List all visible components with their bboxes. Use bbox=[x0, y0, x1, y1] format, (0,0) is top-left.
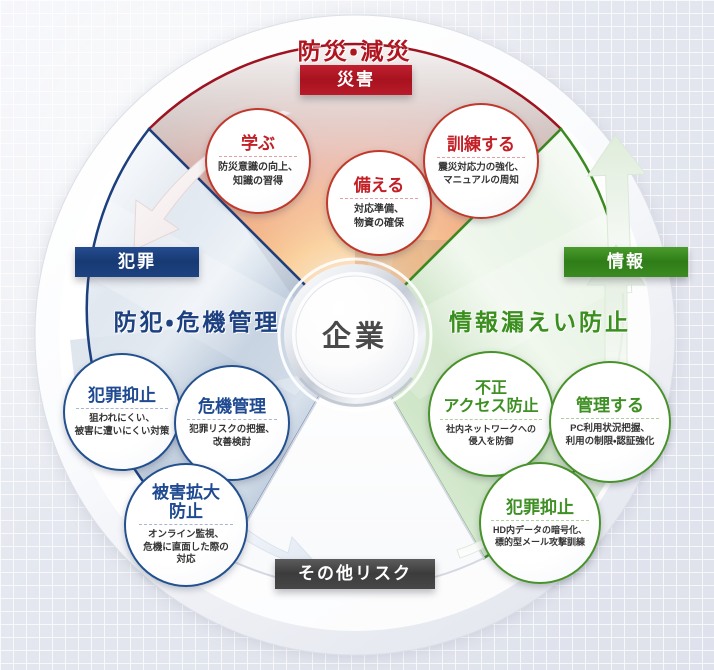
bubble-info-management[interactable]: 管理する PC利用状況把握、利用の制限・認証強化 bbox=[549, 361, 671, 483]
bubble-divider bbox=[340, 198, 418, 200]
risk-wheel-diagram: 防災・減災 災害 学ぶ 防災意識の向上、知識の習得 備える 対応準備、物資の確保… bbox=[30, 10, 688, 660]
bubble-crime-risk-management[interactable]: 危機管理 犯罪リスクの把握、改善検討 bbox=[174, 365, 290, 481]
section-tag-crime[interactable]: 犯罪 bbox=[75, 247, 199, 277]
bubble-disaster-train[interactable]: 訓練する 震災対応力の強化、マニュアルの周知 bbox=[423, 103, 539, 219]
section-tag-disaster[interactable]: 災害 bbox=[300, 65, 412, 95]
bubble-disaster-learn[interactable]: 学ぶ 防災意識の向上、知識の習得 bbox=[205, 108, 311, 214]
bubble-head: 被害拡大防止 bbox=[152, 483, 220, 522]
bubble-head: 危機管理 bbox=[198, 396, 266, 416]
bubble-crime-damage-containment[interactable]: 被害拡大防止 オンライン監視、危機に直面した際の対応 bbox=[124, 463, 248, 587]
bubble-disaster-prepare[interactable]: 備える 対応準備、物資の確保 bbox=[326, 150, 432, 256]
bubble-head: 学ぶ bbox=[241, 134, 275, 154]
bubble-divider bbox=[139, 524, 233, 526]
bubble-body: 社内ネットワークへの侵入を防御 bbox=[445, 423, 536, 446]
bubble-body: 震災対応力の強化、マニュアルの周知 bbox=[438, 161, 524, 186]
bubble-body: 防災意識の向上、知識の習得 bbox=[218, 162, 298, 187]
bubble-divider bbox=[76, 407, 168, 409]
bubble-crime-deterrence[interactable]: 犯罪抑止 狙われにくい、被害に遭いにくい対策 bbox=[63, 353, 181, 471]
bubble-info-access-prevention[interactable]: 不正アクセス防止 社内ネットワークへの侵入を防御 bbox=[428, 351, 554, 477]
bubble-divider bbox=[440, 418, 542, 420]
bubble-body: 犯罪リスクの把握、改善検討 bbox=[189, 423, 275, 448]
bubble-head: 訓練する bbox=[447, 134, 515, 154]
bubble-body: 対応準備、物資の確保 bbox=[354, 204, 404, 229]
bubble-head: 不正アクセス防止 bbox=[443, 380, 539, 416]
section-tag-other[interactable]: その他リスク bbox=[275, 559, 435, 589]
bubble-head: 犯罪抑止 bbox=[88, 385, 156, 405]
bubble-divider bbox=[187, 418, 277, 420]
bubble-head: 管理する bbox=[576, 395, 644, 415]
bubble-divider bbox=[491, 519, 589, 521]
bubble-divider bbox=[219, 156, 297, 158]
bubble-body: オンライン監視、危機に直面した際の対応 bbox=[143, 529, 229, 566]
bubble-info-crime-deterrence[interactable]: 犯罪抑止 HD内データの暗号化、標的型メール攻撃訓練 bbox=[479, 462, 601, 584]
bubble-divider bbox=[437, 156, 525, 158]
bubble-head: 備える bbox=[353, 176, 405, 196]
section-tag-information[interactable]: 情報 bbox=[564, 247, 688, 277]
bubble-head: 犯罪抑止 bbox=[506, 497, 574, 517]
bubble-body: 狙われにくい、被害に遭いにくい対策 bbox=[74, 412, 170, 437]
center-hub bbox=[277, 257, 433, 413]
bubble-body: HD内データの暗号化、標的型メール攻撃訓練 bbox=[493, 524, 587, 547]
bubble-divider bbox=[561, 417, 659, 419]
bubble-body: PC利用状況把握、利用の制限・認証強化 bbox=[565, 422, 655, 447]
